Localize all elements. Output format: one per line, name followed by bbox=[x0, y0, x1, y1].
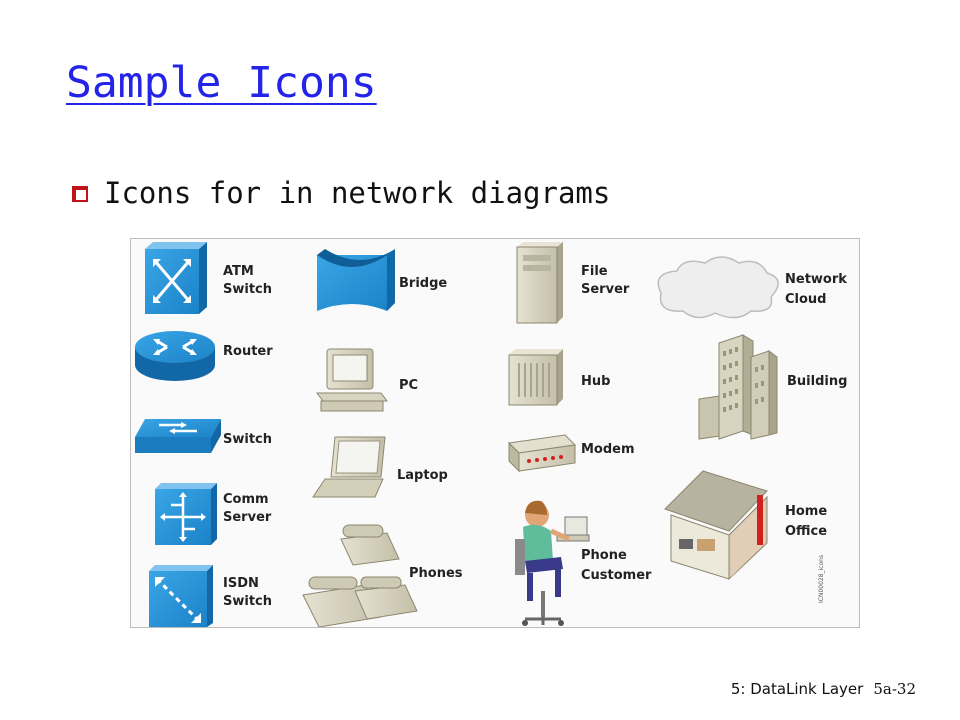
label-phone-customer-1: Phone bbox=[581, 548, 627, 563]
footer-page-number: 5a-32 bbox=[873, 680, 916, 698]
label-home-office-1: Home bbox=[785, 504, 827, 519]
label-isdn-switch-1: ISDN bbox=[223, 576, 259, 591]
label-file-server-2: Server bbox=[581, 282, 630, 297]
label-modem: Modem bbox=[581, 442, 635, 457]
phone-customer-icon bbox=[515, 500, 590, 626]
label-bridge: Bridge bbox=[399, 276, 447, 291]
label-file-server-1: File bbox=[581, 264, 608, 279]
label-comm-server-1: Comm bbox=[223, 492, 269, 507]
building-icon bbox=[698, 334, 778, 440]
bullet-text: Icons for in network diagrams bbox=[104, 176, 611, 210]
label-hub: Hub bbox=[581, 374, 610, 389]
bullet-item: Icons for in network diagrams bbox=[72, 176, 610, 210]
home-office-icon bbox=[664, 470, 768, 581]
slide-footer: 5: DataLink Layer 5a-32 bbox=[731, 680, 916, 698]
label-building: Building bbox=[787, 374, 847, 389]
router-icon bbox=[135, 331, 215, 381]
label-isdn-switch-2: Switch bbox=[223, 594, 272, 609]
network-icons-figure: ATM Switch Router Switch Comm Server ISD… bbox=[130, 238, 860, 628]
label-comm-server-2: Server bbox=[223, 510, 272, 525]
slide-title: Sample Icons bbox=[66, 58, 377, 108]
atm-switch-icon bbox=[145, 242, 207, 314]
modem-icon bbox=[507, 434, 577, 473]
file-server-icon bbox=[516, 242, 563, 324]
phones-icon bbox=[302, 524, 418, 627]
label-switch: Switch bbox=[223, 432, 272, 447]
label-network-cloud-1: Network bbox=[785, 272, 847, 287]
label-network-cloud-2: Cloud bbox=[785, 292, 827, 307]
label-home-office-2: Office bbox=[785, 524, 827, 539]
network-cloud-icon bbox=[657, 256, 779, 319]
label-pc: PC bbox=[399, 378, 418, 393]
label-phones: Phones bbox=[409, 566, 463, 581]
label-laptop: Laptop bbox=[397, 468, 448, 483]
pc-icon bbox=[316, 348, 388, 412]
laptop-icon bbox=[312, 436, 386, 498]
hub-icon bbox=[508, 349, 563, 406]
comm-server-icon bbox=[155, 483, 217, 545]
label-phone-customer-2: Customer bbox=[581, 568, 652, 583]
label-atm-switch-2: Switch bbox=[223, 282, 272, 297]
label-atm-switch-1: ATM bbox=[223, 264, 254, 279]
label-router: Router bbox=[223, 344, 273, 359]
isdn-switch-icon bbox=[149, 565, 213, 627]
figure-credit: ICN00028_icons bbox=[818, 555, 825, 603]
footer-chapter: 5: DataLink Layer bbox=[730, 680, 864, 698]
switch-icon bbox=[135, 419, 221, 453]
bridge-icon bbox=[317, 249, 395, 311]
checkbox-bullet-icon bbox=[72, 186, 88, 202]
